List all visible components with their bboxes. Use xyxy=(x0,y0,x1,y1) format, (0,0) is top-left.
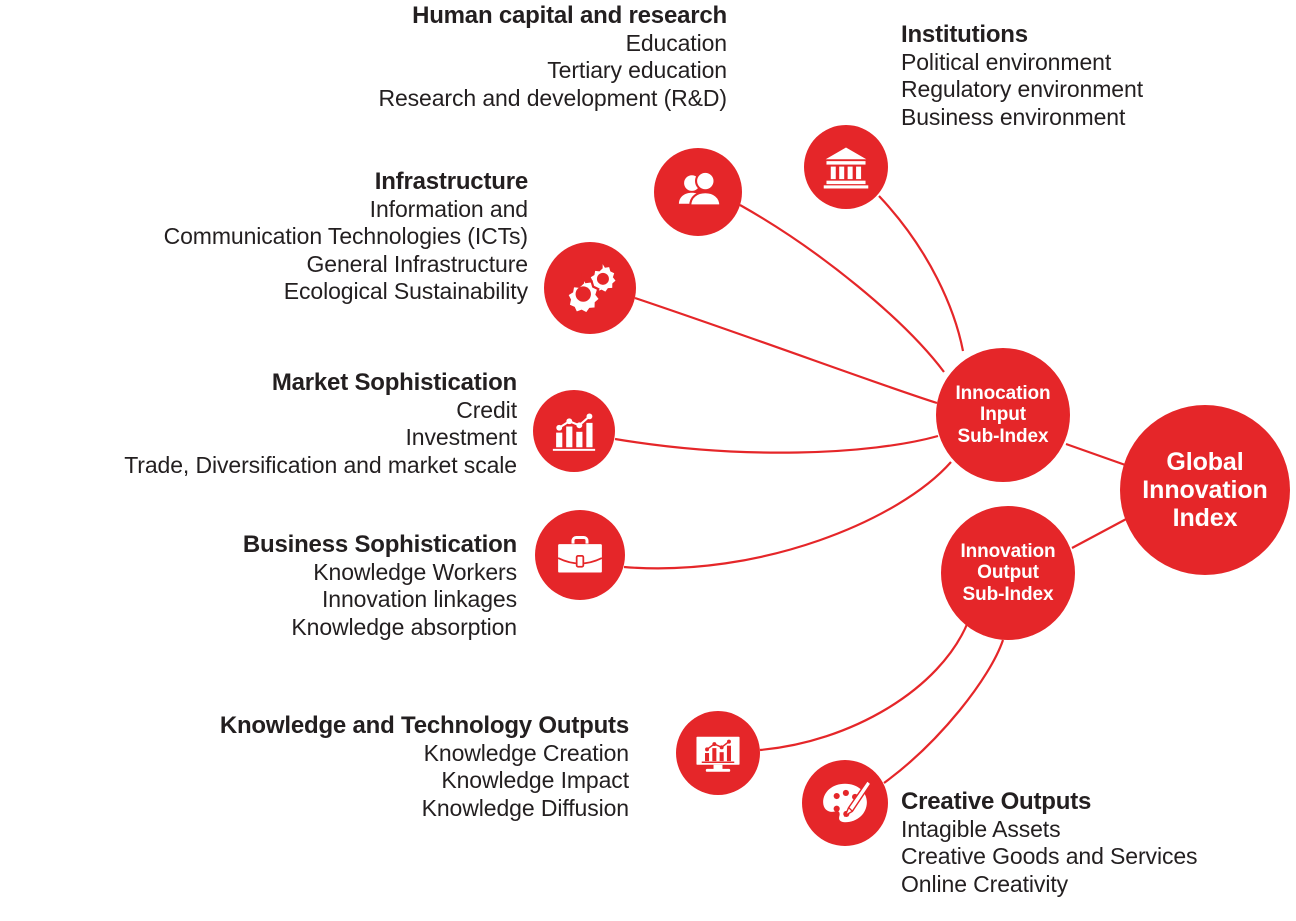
link-business-to-input xyxy=(623,461,952,570)
link-infrastructure-to-input xyxy=(634,296,938,405)
pillar-subitem: Knowledge Creation xyxy=(423,740,629,767)
hub-node-innovation-output-sub-index[interactable]: Innovation Output Sub-Index xyxy=(941,506,1075,640)
pillar-node-market-sophistication[interactable] xyxy=(533,390,615,472)
pillar-text-market-sophistication: Market Sophistication Credit Investment … xyxy=(20,369,517,479)
pillar-text-business-sophistication: Business Sophistication Knowledge Worker… xyxy=(60,531,517,641)
pillar-subitem: Knowledge Workers xyxy=(313,559,517,586)
pillar-title: Human capital and research xyxy=(412,2,727,29)
pillar-node-human-capital-and-research[interactable] xyxy=(654,148,742,236)
gears-icon xyxy=(565,264,616,315)
link-knowledge-to-output xyxy=(759,621,970,752)
pillar-subitem: Communication Technologies (ICTs) xyxy=(163,223,529,250)
pillar-subitem: Information and xyxy=(369,196,528,223)
pillar-subitem: Credit xyxy=(456,397,517,424)
pillar-text-creative-outputs: Creative Outputs Intagible Assets Creati… xyxy=(901,788,1281,898)
pillar-title: Business Sophistication xyxy=(242,531,517,558)
pillar-node-infrastructure[interactable] xyxy=(544,242,636,334)
pillar-subitem: Political environment xyxy=(901,49,1112,76)
link-institutions-to-input xyxy=(878,195,965,352)
pillar-node-knowledge-and-technology-outputs[interactable] xyxy=(676,711,760,795)
pillar-subitem: Business environment xyxy=(901,103,1126,130)
pillar-text-knowledge-and-technology-outputs: Knowledge and Technology Outputs Knowled… xyxy=(100,712,629,822)
pillar-text-human-capital-and-research: Human capital and research Education Ter… xyxy=(265,2,727,112)
pillar-subitem: Ecological Sustainability xyxy=(283,277,528,304)
link-human-capital-to-input xyxy=(739,204,945,373)
hub-label: Global Innovation Index xyxy=(1142,448,1268,532)
pillar-node-business-sophistication[interactable] xyxy=(535,510,625,600)
pillar-subitem: Intagible Assets xyxy=(901,816,1061,843)
link-output-to-gii xyxy=(1071,516,1131,549)
hub-node-global-innovation-index[interactable]: Global Innovation Index xyxy=(1120,405,1290,575)
pillar-subitem: Trade, Diversification and market scale xyxy=(124,451,517,478)
pillar-subitem: Creative Goods and Services xyxy=(901,843,1198,870)
pillar-node-institutions[interactable] xyxy=(804,125,888,209)
hub-label: Innocation Input Sub-Index xyxy=(955,383,1051,447)
people-icon xyxy=(678,170,722,207)
pillar-subitem: Investment xyxy=(405,424,518,451)
pillar-subitem: Education xyxy=(625,30,728,57)
pillar-text-institutions: Institutions Political environment Regul… xyxy=(901,21,1251,131)
bank-icon xyxy=(823,147,869,189)
pillar-title: Institutions xyxy=(901,21,1028,48)
briefcase-icon xyxy=(557,536,603,573)
hub-node-innovation-input-sub-index[interactable]: Innocation Input Sub-Index xyxy=(936,348,1070,482)
pillar-subitem: Regulatory environment xyxy=(901,76,1143,103)
pillar-title: Infrastructure xyxy=(374,168,528,195)
link-input-to-gii xyxy=(1065,442,1132,469)
bar-chart-icon xyxy=(552,413,596,451)
pillar-node-creative-outputs[interactable] xyxy=(802,760,888,846)
pillar-subitem: Knowledge absorption xyxy=(291,613,517,640)
palette-icon xyxy=(823,779,872,823)
link-market-to-input xyxy=(614,434,939,454)
pillar-subitem: General Infrastructure xyxy=(306,250,528,277)
pillar-title: Creative Outputs xyxy=(901,788,1092,815)
pillar-text-infrastructure: Infrastructure Information and Communica… xyxy=(65,168,529,305)
pillar-subitem: Knowledge Diffusion xyxy=(421,794,629,821)
hub-label: Innovation Output Sub-Index xyxy=(960,541,1056,605)
pillar-subitem: Tertiary education xyxy=(547,57,727,84)
pillar-subitem: Knowledge Impact xyxy=(441,767,629,794)
pillar-title: Market Sophistication xyxy=(271,369,517,396)
link-creative-to-output xyxy=(883,639,1005,784)
pillar-title: Knowledge and Technology Outputs xyxy=(219,712,629,739)
pillar-subitem: Research and development (R&D) xyxy=(378,84,727,111)
monitor-chart-icon xyxy=(696,736,740,772)
pillar-subitem: Online Creativity xyxy=(901,870,1069,897)
pillar-subitem: Innovation linkages xyxy=(321,586,517,613)
